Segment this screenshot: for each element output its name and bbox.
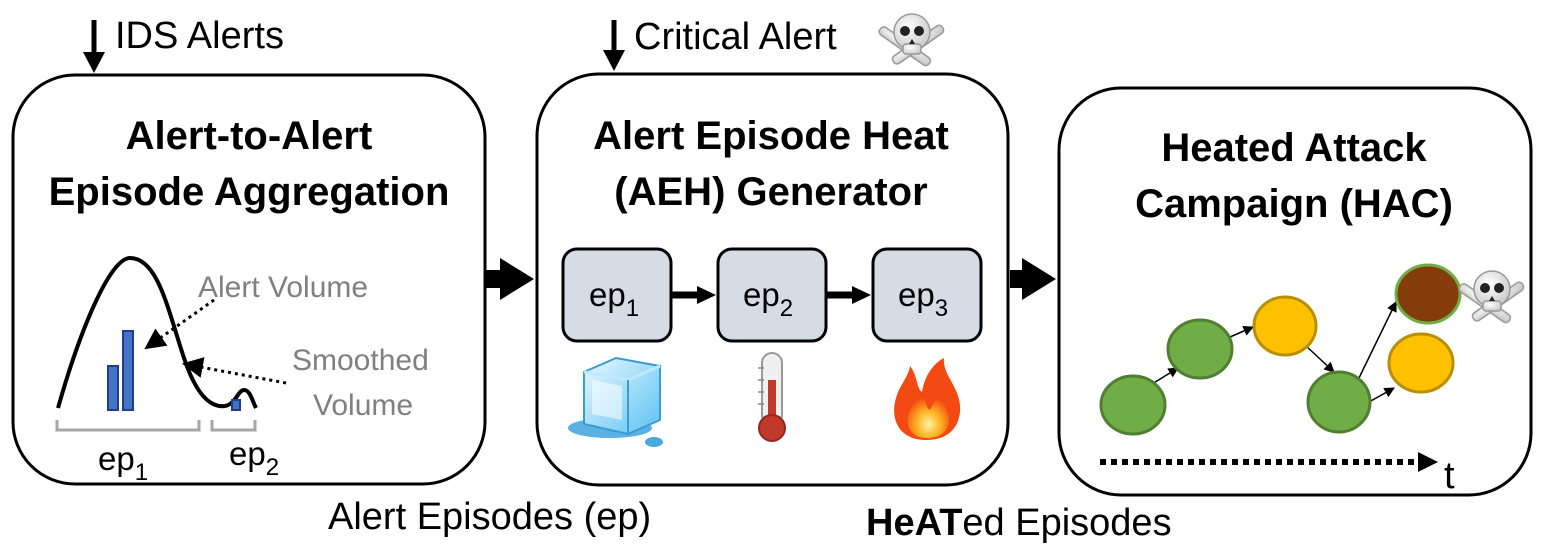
ep1-label: ep1 <box>98 440 148 486</box>
down-arrow-icon <box>603 20 625 71</box>
aggregation-title-line2: Episode Aggregation <box>49 170 450 214</box>
fire-icon <box>894 358 961 440</box>
critical-alert-label: Critical Alert <box>634 16 837 58</box>
svg-text:ep3: ep3 <box>898 276 948 322</box>
campaign-node-green <box>1166 318 1234 380</box>
campaign-edge <box>1229 325 1254 338</box>
campaign-node-green <box>1306 370 1372 434</box>
ep1-bracket <box>55 420 201 432</box>
alert-volume-bar <box>122 330 134 411</box>
smoothed-volume-label-line1: Smoothed <box>292 344 429 377</box>
time-axis-label: t <box>1444 455 1455 497</box>
time-axis-arrow <box>1100 452 1438 472</box>
alert-volume-bar <box>231 399 241 411</box>
hac-title-line1: Heated Attack <box>1161 126 1427 170</box>
campaign-node-yellow <box>1387 332 1455 394</box>
episode-box-2: ep2 <box>716 247 828 343</box>
episode-box-3: ep3 <box>871 247 983 343</box>
campaign-edge <box>1151 367 1179 385</box>
heated-episodes-caption: HeATed Episodes <box>866 502 1172 544</box>
alert-volume-label: Alert Volume <box>198 271 368 304</box>
campaign-edge <box>1357 301 1397 381</box>
smoothed-volume-label-line2: Volume <box>313 389 413 422</box>
ep2-label: ep2 <box>229 435 279 481</box>
thermometer-icon <box>758 352 786 442</box>
flow-arrow <box>486 258 534 300</box>
aggregation-title-line1: Alert-to-Alert <box>126 114 373 158</box>
campaign-node-green <box>1099 374 1167 436</box>
campaign-node-critical <box>1394 263 1462 325</box>
hac-stage-box <box>1057 86 1533 497</box>
smoothed-volume-pointer <box>181 357 287 385</box>
alert-volume-bar <box>107 365 119 411</box>
hac-title-line2: Campaign (HAC) <box>1135 182 1453 226</box>
aeh-title-line1: Alert Episode Heat <box>593 114 949 158</box>
aeh-title-line2: (AEH) Generator <box>614 170 927 214</box>
campaign-node-yellow <box>1252 295 1318 357</box>
svg-text:ep1: ep1 <box>589 276 639 322</box>
episode-link-arrow <box>672 286 716 304</box>
skull-crossbones-icon <box>878 13 945 67</box>
alert-episodes-caption: Alert Episodes (ep) <box>328 496 651 538</box>
ice-cube-icon <box>568 356 663 447</box>
episode-box-1: ep1 <box>561 247 673 343</box>
campaign-edge <box>1304 344 1335 373</box>
campaign-edge <box>1368 387 1395 403</box>
down-arrow-icon <box>83 20 105 73</box>
episode-link-arrow <box>827 286 871 304</box>
skull-crossbones-icon <box>1458 270 1525 324</box>
ids-alerts-label: IDS Alerts <box>115 15 284 57</box>
flow-arrow <box>1010 258 1056 300</box>
svg-text:ep2: ep2 <box>743 276 793 322</box>
ep2-bracket <box>210 420 257 432</box>
